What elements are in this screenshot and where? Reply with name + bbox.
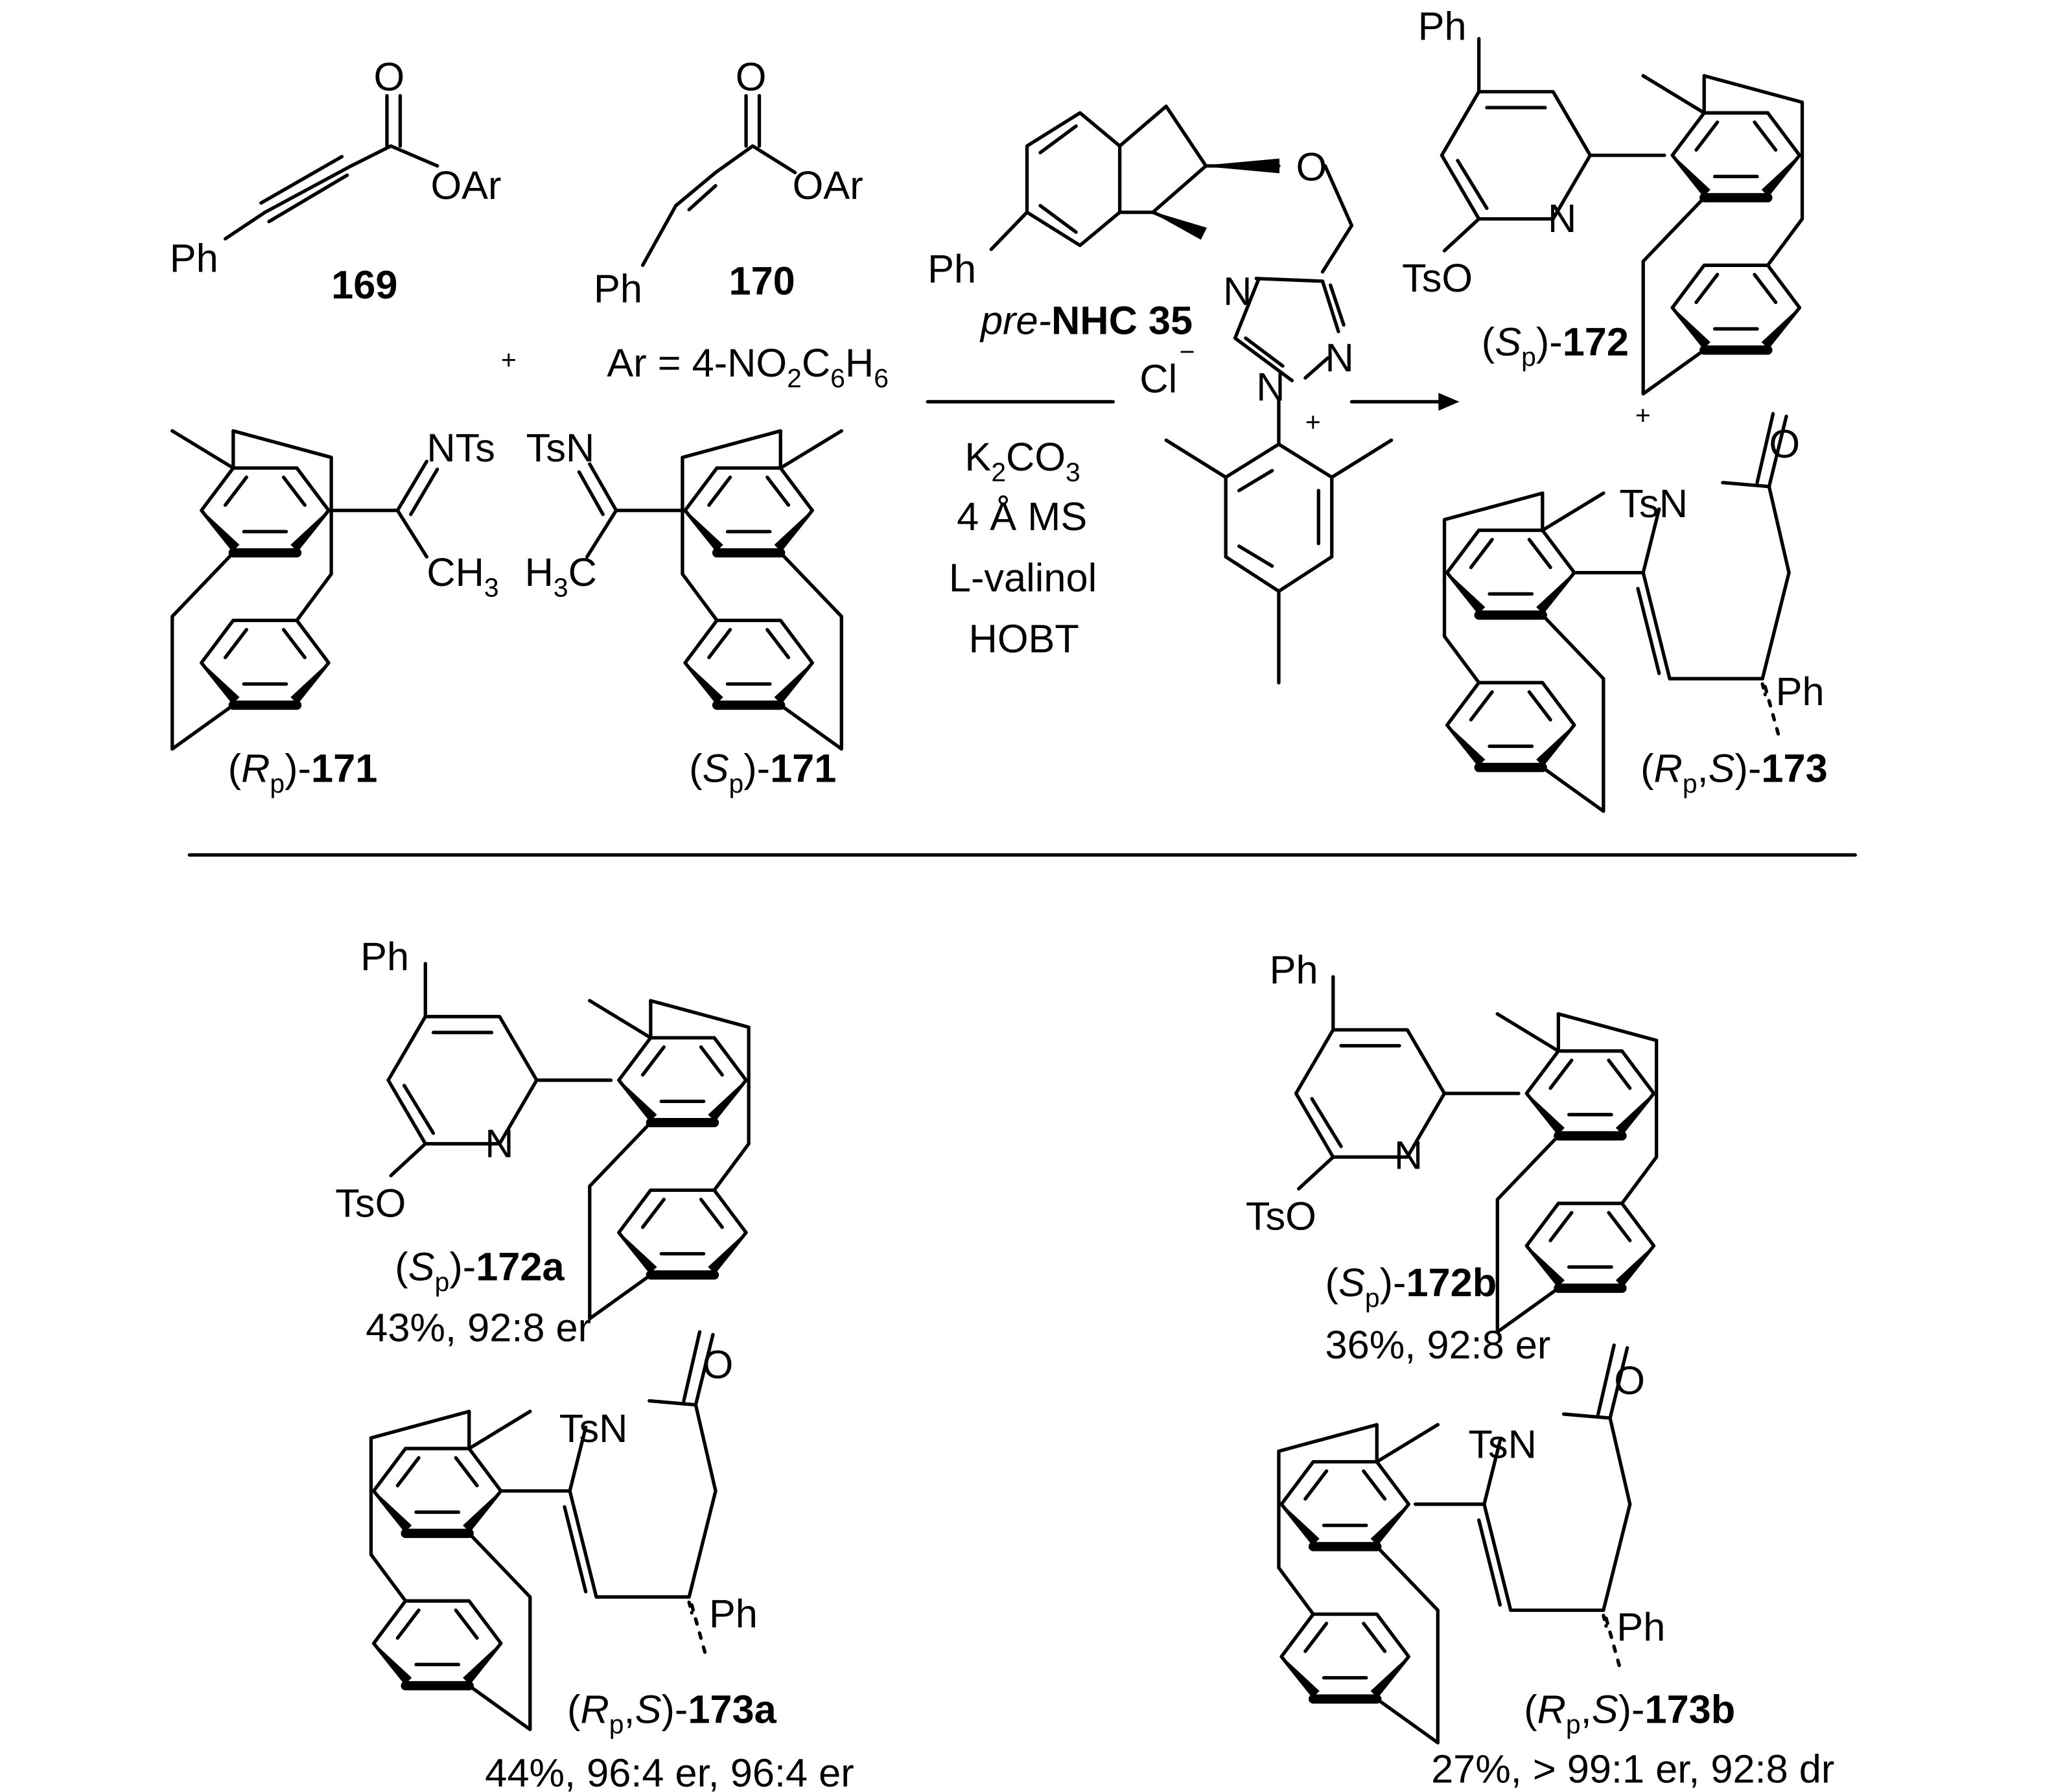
additive-label: L-valinol [949, 555, 1097, 599]
charge-label: − [1180, 337, 1195, 367]
compound-label: (Sp)-171 [689, 746, 836, 798]
ph-label: Ph [1616, 1605, 1665, 1649]
oxygen-label: O [1614, 1358, 1645, 1402]
plus-sign: + [1635, 401, 1651, 430]
tsn-label: TsN [1619, 481, 1688, 526]
reaction-arrow [926, 393, 1460, 411]
oar-label: OAr [793, 163, 863, 207]
tso-label: TsO [335, 1180, 406, 1225]
compound-number: 169 [331, 262, 397, 307]
oxygen-label: O [703, 1342, 734, 1387]
oxygen-label: O [736, 54, 767, 99]
tsn-label: TsN [559, 1406, 628, 1450]
oxygen-label: O [1769, 421, 1800, 466]
compound-label: (Rp,S)-173 [1640, 746, 1828, 798]
conditions: K2CO3 4 Å MS L-valinol HOBT [949, 434, 1097, 660]
catalyst-pre-nhc-35: O N N N + Ph pre-NHC 35 Cl − [928, 104, 1394, 684]
oar-label: OAr [430, 163, 501, 207]
tsn-label: TsN [526, 425, 595, 470]
compound-number: 170 [729, 258, 795, 303]
product-sp-172: Ph N TsO (Sp)-172 [1402, 4, 1802, 394]
tsn-label: TsN [1468, 1421, 1537, 1466]
nitrogen-label: N [1256, 364, 1285, 409]
compound-label: (Rp)-171 [228, 746, 378, 798]
base-label: K2CO3 [964, 434, 1080, 487]
sieves-label: 4 Å MS [957, 494, 1087, 539]
ph-label: Ph [1270, 947, 1318, 992]
compound-label: (Sp)-172a [395, 1244, 565, 1296]
additive-label: HOBT [969, 616, 1079, 660]
compound-label: (Sp)-172b [1325, 1260, 1497, 1312]
compound-rp-171: NTs CH3 (Rp)-171 [172, 425, 499, 798]
yield-text: 27%, > 99:1 er, 92:8 dr [1431, 1746, 1834, 1791]
nitrogen-label: N [1394, 1133, 1423, 1178]
nitrogen-label: N [1325, 335, 1354, 380]
ph-label: Ph [594, 266, 642, 311]
oxygen-label: O [1296, 144, 1327, 189]
compound-169: O OAr Ph 169 [170, 54, 502, 307]
yield-text: 43%, 92:8 er [366, 1305, 591, 1349]
result-173a: TsN O Ph (Rp,S)-173a 44%, 96:4 er, 96:4 … [371, 1332, 854, 1792]
nitrogen-label: N [1548, 196, 1576, 240]
methyl-label: CH3 [426, 550, 498, 602]
ph-label: Ph [1776, 669, 1825, 714]
result-172a: Ph N TsO (Sp)-172a 43%, 92:8 er [335, 934, 749, 1349]
aryl-definition: Ar = 4-NO2C6H6 [607, 340, 889, 393]
result-172b: Ph N TsO (Sp)-172b 36%, 92:8 er [1246, 947, 1657, 1367]
compound-label: (Sp)-172 [1482, 319, 1629, 371]
chloride-label: Cl [1139, 356, 1177, 401]
nitrogen-label: N [485, 1121, 513, 1165]
nts-label: NTs [426, 425, 495, 470]
ph-label: Ph [928, 246, 976, 291]
oxygen-label: O [374, 54, 405, 99]
yield-text: 44%, 96:4 er, 96:4 er [485, 1750, 854, 1792]
methyl-label: H3C [525, 550, 597, 602]
compound-label: (Rp,S)-173b [1524, 1686, 1735, 1739]
tso-label: TsO [1246, 1194, 1316, 1239]
compound-sp-171: TsN H3C (Sp)-171 [525, 425, 842, 798]
tso-label: TsO [1402, 255, 1473, 300]
ph-label: Ph [1418, 4, 1467, 49]
catalyst-name: pre-NHC 35 [979, 298, 1193, 343]
product-rp-s-173: TsN O Ph (Rp,S)-173 [1445, 413, 1828, 811]
nitrogen-label: N [1223, 269, 1252, 314]
charge-label: + [1305, 407, 1321, 437]
ph-label: Ph [709, 1591, 758, 1636]
yield-text: 36%, 92:8 er [1325, 1322, 1551, 1367]
plus-sign: + [501, 345, 517, 375]
ph-label: Ph [360, 934, 409, 979]
result-173b: TsN O Ph (Rp,S)-173b 27%, > 99:1 er, 92:… [1279, 1345, 1834, 1791]
compound-label: (Rp,S)-173a [567, 1686, 777, 1739]
compound-170: O OAr Ph 170 [594, 54, 863, 310]
ph-label: Ph [170, 236, 218, 281]
